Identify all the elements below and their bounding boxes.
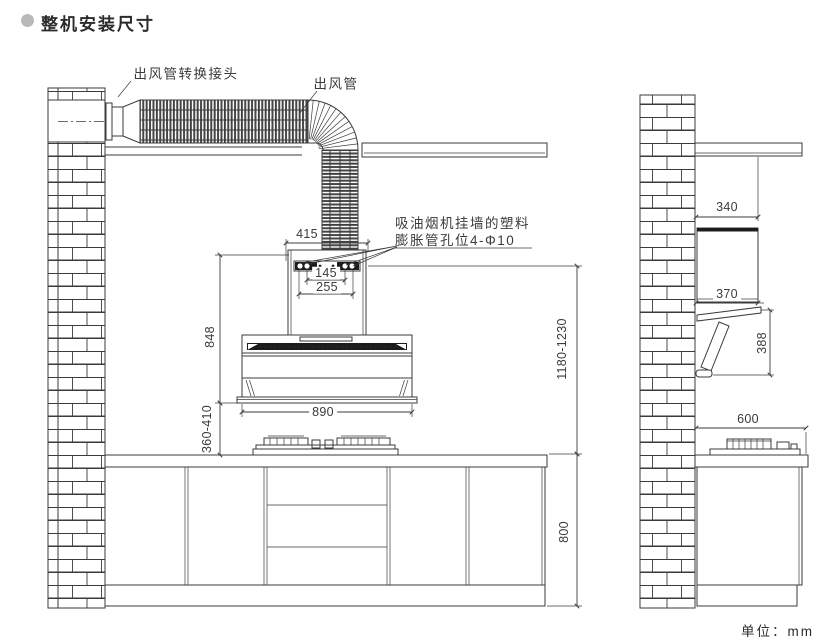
duct-horizontal-corrugated bbox=[139, 99, 309, 144]
dim-360-410: 360-410 bbox=[199, 405, 214, 453]
dim-848: 848 bbox=[202, 326, 217, 348]
wall-column-front bbox=[47, 87, 106, 609]
dim-600: 600 bbox=[737, 411, 759, 426]
cooktop-front bbox=[252, 435, 399, 457]
duct-adapter bbox=[105, 99, 141, 144]
expansion-hole bbox=[304, 263, 310, 269]
drawer-lines bbox=[267, 504, 387, 548]
title-bullet-icon bbox=[21, 14, 34, 27]
cabinet-base-front bbox=[104, 584, 546, 607]
mounting-bracket bbox=[293, 260, 361, 272]
mounting-note-line1: 吸油烟机挂墙的塑料 bbox=[395, 216, 530, 231]
cooktop-side bbox=[709, 438, 801, 457]
dim-388: 388 bbox=[754, 332, 769, 354]
dim-145: 145 bbox=[312, 267, 340, 280]
front-view bbox=[47, 80, 582, 609]
wall-duct-opening bbox=[47, 99, 106, 143]
dim-890: 890 bbox=[309, 406, 337, 419]
cabinet-base-side bbox=[696, 584, 798, 607]
exhaust-duct-assembly bbox=[58, 99, 359, 254]
dim-370: 370 bbox=[713, 288, 741, 301]
counter-cabinet-front bbox=[104, 454, 548, 607]
soffit-shelf-front bbox=[105, 142, 548, 158]
soffit-shelf-side bbox=[694, 142, 803, 157]
expansion-hole bbox=[297, 263, 303, 269]
duct-adapter-label: 出风管转换接头 bbox=[133, 66, 239, 82]
page-title: 整机安装尺寸 bbox=[41, 15, 155, 34]
dim-415: 415 bbox=[296, 226, 318, 241]
dim-340: 340 bbox=[716, 199, 738, 214]
duct-label: 出风管 bbox=[313, 76, 359, 92]
mounting-note-line2: 膨胀管孔位4-Φ10 bbox=[395, 233, 516, 248]
duct-bend bbox=[307, 99, 359, 151]
duct-vertical-corrugated bbox=[321, 149, 359, 254]
dimensions-front bbox=[117, 80, 582, 609]
expansion-hole bbox=[349, 263, 355, 269]
dimensions-side bbox=[693, 157, 809, 454]
label-leader-lines bbox=[117, 80, 318, 115]
hood-body-front bbox=[236, 334, 418, 404]
expansion-hole bbox=[342, 263, 348, 269]
dim-1180-1230: 1180-1230 bbox=[554, 318, 569, 380]
side-view bbox=[639, 94, 809, 609]
hood-body-side bbox=[695, 306, 762, 378]
dim-800: 800 bbox=[556, 521, 571, 543]
note-leader-lines bbox=[300, 245, 398, 267]
counter-cabinet-side bbox=[694, 454, 809, 607]
wall-column-side bbox=[639, 94, 696, 609]
dim-255: 255 bbox=[313, 281, 341, 294]
unit-label: 单位：mm bbox=[741, 624, 814, 639]
